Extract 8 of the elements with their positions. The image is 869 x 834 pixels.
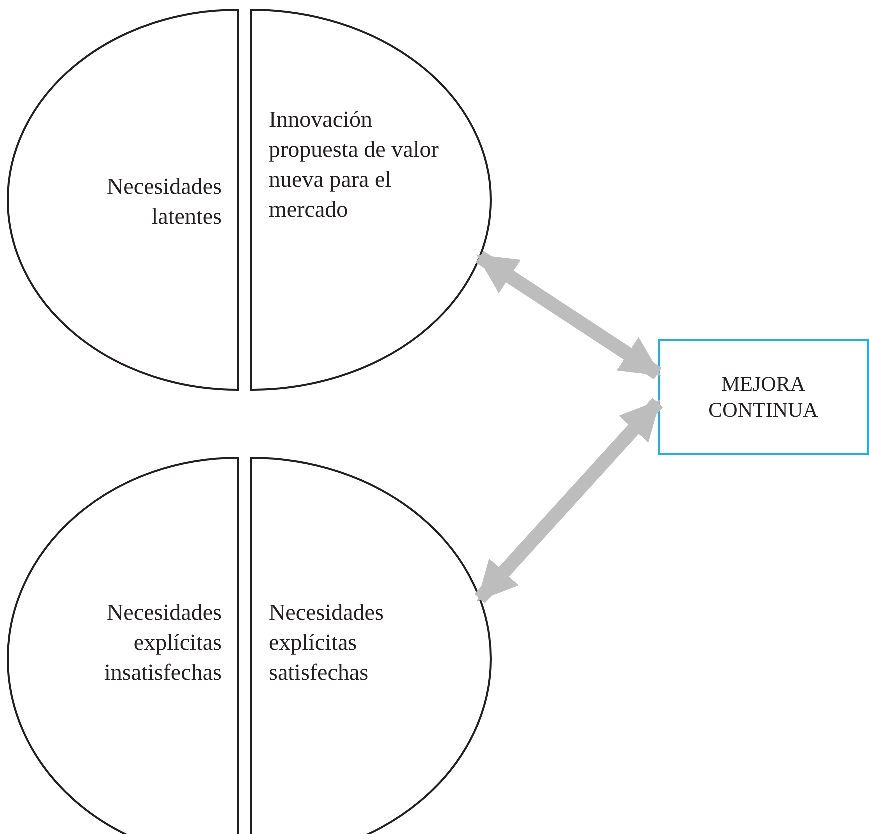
double-arrow [474, 398, 664, 604]
node-text: Innovación propuesta de valor nueva para el mercado [269, 106, 440, 224]
double-arrow [476, 251, 662, 380]
node-text: MEJORA CONTINUA [708, 371, 820, 423]
process-box [658, 339, 869, 455]
node-text: Necesidades latentes [106, 173, 222, 231]
node-text: Necesidades explícitas satisfechas [269, 599, 385, 687]
node-text: Necesidades explícitas insatisfechas [103, 599, 222, 687]
